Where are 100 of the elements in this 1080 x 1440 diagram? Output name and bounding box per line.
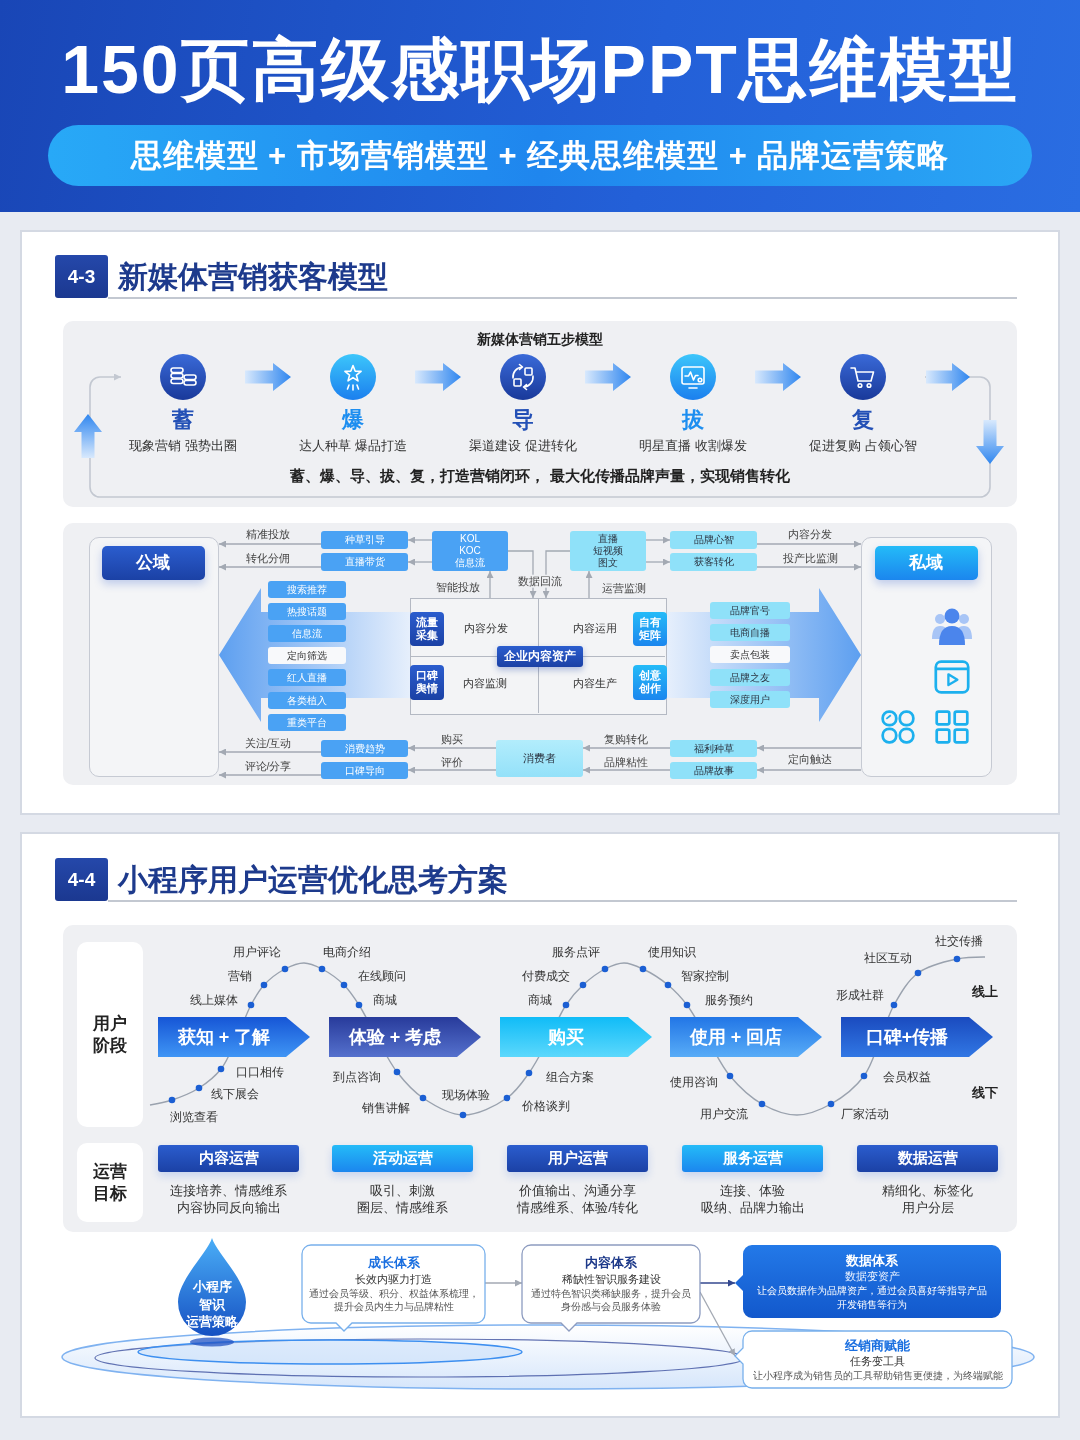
- channel-tag: 消费趋势: [321, 740, 408, 757]
- list-tag: 卖点包装: [710, 646, 790, 663]
- content-matrix-box: [410, 598, 667, 715]
- edge-label: 复购转化: [602, 732, 650, 746]
- arrow: [756, 744, 862, 752]
- list-tag: 信息流: [268, 625, 346, 642]
- touchpoint-label: 在线顾问: [358, 970, 406, 984]
- list-tag: 重类平台: [268, 714, 346, 731]
- step-title: 导: [512, 406, 534, 434]
- stage-banner: 体验 + 考虑: [329, 1017, 481, 1057]
- touchpoint-label: 形成社群: [836, 989, 884, 1003]
- side-tag: 自有矩阵: [632, 611, 667, 646]
- edge-label: 品牌粘性: [602, 755, 650, 769]
- summary-text: 蓄、爆、导、拔、复，打造营销闭环， 最大化传播品牌声量，实现销售转化: [290, 467, 790, 485]
- goal-text: 情感维系、体验/转化: [517, 1200, 638, 1216]
- touchpoint-label: 电商介绍: [323, 946, 371, 960]
- arrow: [486, 570, 494, 599]
- quadrant-label: 内容监测: [462, 676, 507, 691]
- quadrant-label: 内容运用: [572, 621, 617, 636]
- step-caption: 现象营销 强势出圈: [129, 438, 237, 454]
- touchpoint-label: 服务预约: [705, 994, 753, 1008]
- list-tag: 搜索推荐: [268, 581, 346, 598]
- section-badge: 4-4: [55, 858, 108, 901]
- stage-banner: 口碑+传播: [841, 1017, 993, 1057]
- step-caption: 渠道建设 促进转化: [469, 438, 577, 454]
- subtitle-banner: 思维模型 + 市场营销模型 + 经典思维模型 + 品牌运营策略: [48, 125, 1032, 186]
- goal-text: 用户分层: [901, 1200, 954, 1216]
- touchpoint-label: 付费成交: [522, 970, 570, 984]
- section-badge: 4-3: [55, 255, 108, 298]
- arrow: [645, 558, 671, 566]
- ops-banner: 用户运营: [507, 1145, 648, 1172]
- touchpoint-label: 社交传播: [935, 935, 983, 949]
- model-panel: [63, 321, 1017, 507]
- step-title: 爆: [342, 406, 364, 434]
- core-label: 企业内容资产: [496, 645, 583, 667]
- bubble-subtitle: 长效内驱力打造: [355, 1271, 432, 1287]
- list-tag: 红人直播: [268, 669, 346, 686]
- goal-text: 内容协同反向输出: [176, 1200, 281, 1216]
- bubble-subtitle: 数据变资产: [844, 1269, 900, 1285]
- list-tag: 品牌之友: [710, 669, 790, 686]
- touchpoint-label: 商城: [373, 994, 397, 1008]
- arrow: [756, 540, 862, 548]
- section-title: 小程序用户运营优化思考方案: [118, 862, 508, 898]
- ops-banner: 数据运营: [857, 1145, 998, 1172]
- touchpoint-label: 厂家活动: [841, 1108, 889, 1122]
- edge-label: 转化分佣: [244, 551, 292, 565]
- media-type-text: 短视频: [593, 545, 623, 557]
- edge-label: 运营监测: [600, 581, 648, 595]
- list-tag: 各类植入: [268, 692, 346, 709]
- panel-title: 新媒体营销五步模型: [477, 330, 603, 348]
- touchpoint-label: 服务点评: [552, 946, 600, 960]
- side-tag: 创意创作: [632, 664, 667, 700]
- arrow: [218, 771, 322, 779]
- step-caption: 达人种草 爆品打造: [299, 438, 407, 454]
- arrow: [582, 766, 671, 774]
- arrow: [407, 558, 433, 566]
- side-tag: 流量采集: [409, 611, 444, 646]
- source-tag: KOL KOC 信息流: [432, 531, 508, 571]
- drop-text: 智识: [199, 1297, 225, 1313]
- arrow: [218, 748, 322, 756]
- list-tag: 深度用户: [710, 691, 790, 708]
- edge-label: 评论/分享: [242, 759, 294, 773]
- channel-tag: 福利种草: [670, 740, 757, 757]
- goal-text: 圈层、情感维系: [357, 1200, 448, 1216]
- ops-banner: 内容运营: [158, 1145, 299, 1172]
- touchpoint-label: 价格谈判: [522, 1100, 570, 1114]
- touchpoint-label: 使用知识: [648, 946, 696, 960]
- touchpoint-label: 使用咨询: [670, 1076, 718, 1090]
- channel-tag: 获客转化: [670, 553, 757, 571]
- ops-banner: 活动运营: [332, 1145, 473, 1172]
- touchpoint-label: 会员权益: [883, 1071, 931, 1085]
- quadrant-label: 内容分发: [463, 621, 508, 636]
- ops-banner: 服务运营: [682, 1145, 823, 1172]
- bubble-body: 让小程序成为销售员的工具帮助销售更便捷，为终端赋能: [752, 1368, 1003, 1383]
- platform-panel: [89, 537, 219, 777]
- bubble-heading: 经销商赋能: [845, 1336, 910, 1355]
- touchpoint-label: 浏览查看: [170, 1111, 218, 1125]
- step-title: 蓄: [172, 406, 194, 434]
- edge-label: 关注/互动: [242, 736, 294, 750]
- step-title: 复: [852, 406, 874, 434]
- arrow: [645, 536, 671, 544]
- drop-text: 运营策略: [186, 1314, 238, 1330]
- arrow: [756, 563, 862, 571]
- goal-text: 精细化、标签化: [882, 1183, 973, 1199]
- touchpoint-label: 用户评论: [233, 946, 281, 960]
- touchpoint-label: 组合方案: [546, 1071, 594, 1085]
- goal-text: 价值输出、沟通分享: [519, 1183, 636, 1199]
- quadrant-label: 内容生产: [572, 676, 617, 691]
- channel-tag: 口碑导向: [321, 762, 408, 779]
- channel-tag: 直播带货: [321, 553, 408, 571]
- stage-banner: 使用 + 回店: [670, 1017, 822, 1057]
- flow-arrow: [415, 363, 461, 391]
- drop-text: 小程序: [192, 1279, 232, 1295]
- row-header-card: 用户阶段: [77, 942, 143, 1127]
- bubble-body: 通过特色智识类稀缺服务，提升会员身份感与会员服务体验: [530, 1286, 692, 1314]
- arrow: [756, 766, 862, 774]
- bubble-subtitle: 任务变工具: [850, 1354, 905, 1369]
- section-title: 新媒体营销获客模型: [118, 259, 388, 295]
- arrow: [407, 766, 497, 774]
- platform-panel: [861, 537, 992, 777]
